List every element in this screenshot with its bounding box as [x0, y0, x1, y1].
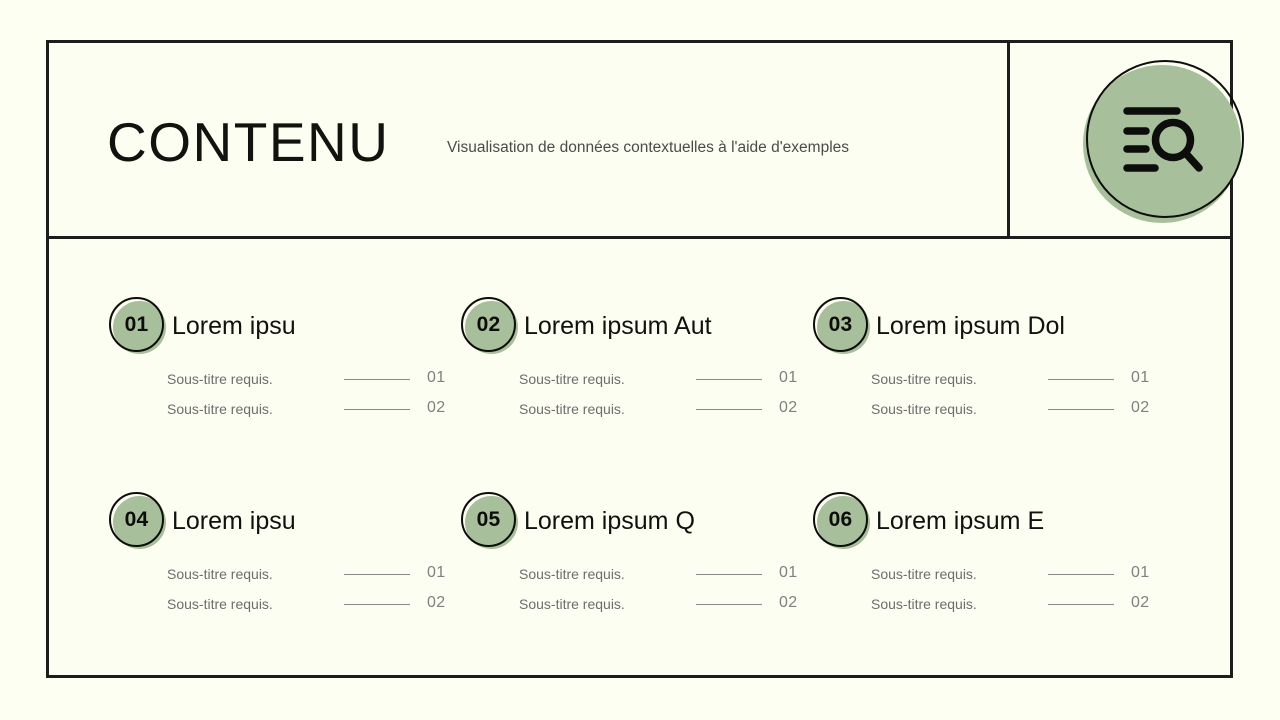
content-item[interactable]: 01 Lorem ipsu Sous-titre requis. 01 Sous… — [109, 297, 461, 457]
item-subrow-list: Sous-titre requis. 01 Sous-titre requis.… — [871, 564, 1165, 625]
header-icon-panel — [1010, 43, 1244, 239]
badge-circle-outline — [461, 297, 516, 352]
badge-circle-outline — [813, 492, 868, 547]
item-subrow: Sous-titre requis. 02 — [167, 594, 461, 625]
subrow-number: 02 — [427, 399, 446, 416]
subrow-dash — [1048, 574, 1114, 576]
badge-circle-outline — [109, 297, 164, 352]
badge-circle-outline — [461, 492, 516, 547]
subrow-dash — [696, 574, 762, 576]
item-title: Lorem ipsu — [172, 312, 296, 340]
subrow-label: Sous-titre requis. — [519, 596, 625, 612]
subrow-dash — [1048, 379, 1114, 381]
icon-circle-outline — [1086, 60, 1244, 218]
item-subrow: Sous-titre requis. 02 — [167, 399, 461, 430]
page-subtitle: Visualisation de données contextuelles à… — [447, 139, 850, 156]
content-item[interactable]: 05 Lorem ipsum Q Sous-titre requis. 01 S… — [461, 492, 813, 652]
item-number-badge: 05 — [461, 492, 523, 552]
subrow-dash — [344, 604, 410, 606]
item-title: Lorem ipsum Q — [524, 507, 695, 535]
subrow-label: Sous-titre requis. — [167, 401, 273, 417]
subrow-dash — [1048, 409, 1114, 411]
item-subrow-list: Sous-titre requis. 01 Sous-titre requis.… — [871, 369, 1165, 430]
item-title: Lorem ipsum E — [876, 507, 1045, 535]
header-vertical-divider — [1007, 43, 1010, 239]
badge-number: 04 — [124, 507, 149, 531]
item-number-badge: 02 — [461, 297, 523, 357]
badge-number: 02 — [476, 312, 501, 336]
item-number-badge: 01 — [109, 297, 171, 357]
icon-glyph-lines-magnifier — [1123, 107, 1203, 172]
item-subrow: Sous-titre requis. 01 — [167, 369, 461, 400]
subrow-label: Sous-titre requis. — [167, 371, 273, 387]
subrow-dash — [1048, 604, 1114, 606]
content-item[interactable]: 06 Lorem ipsum E Sous-titre requis. 01 S… — [813, 492, 1165, 652]
subrow-label: Sous-titre requis. — [519, 566, 625, 582]
subrow-label: Sous-titre requis. — [519, 371, 625, 387]
subrow-label: Sous-titre requis. — [871, 371, 977, 387]
subrow-number: 01 — [427, 564, 446, 581]
subrow-number: 01 — [779, 564, 798, 581]
subrow-number: 01 — [427, 369, 446, 386]
subrow-label: Sous-titre requis. — [871, 401, 977, 417]
item-subrow: Sous-titre requis. 02 — [519, 594, 813, 625]
badge-number: 03 — [828, 312, 853, 336]
item-subrow: Sous-titre requis. 01 — [167, 564, 461, 595]
subrow-number: 01 — [1131, 564, 1150, 581]
item-title: Lorem ipsum Dol — [876, 312, 1065, 340]
subrow-dash — [344, 379, 410, 381]
content-item[interactable]: 04 Lorem ipsu Sous-titre requis. 01 Sous… — [109, 492, 461, 652]
content-item[interactable]: 02 Lorem ipsum Aut Sous-titre requis. 01… — [461, 297, 813, 457]
contents-grid: 01 Lorem ipsu Sous-titre requis. 01 Sous… — [49, 239, 1230, 675]
item-subrow: Sous-titre requis. 01 — [519, 564, 813, 595]
header-text-block: CONTENU Visualisation de données context… — [49, 43, 1007, 236]
subrow-number: 02 — [427, 594, 446, 611]
page-title: CONTENU — [107, 111, 390, 173]
subrow-dash — [696, 379, 762, 381]
subrow-dash — [696, 604, 762, 606]
slide-header: CONTENU Visualisation de données context… — [49, 43, 1244, 239]
subrow-dash — [696, 409, 762, 411]
subrow-label: Sous-titre requis. — [167, 566, 273, 582]
subrow-number: 02 — [1131, 399, 1150, 416]
badge-circle-outline — [813, 297, 868, 352]
subrow-label: Sous-titre requis. — [871, 596, 977, 612]
badge-circle-outline — [109, 492, 164, 547]
item-number-badge: 04 — [109, 492, 171, 552]
item-subrow: Sous-titre requis. 02 — [871, 594, 1165, 625]
subrow-number: 01 — [779, 369, 798, 386]
item-title: Lorem ipsu — [172, 507, 296, 535]
item-subrow: Sous-titre requis. 01 — [519, 369, 813, 400]
item-subrow: Sous-titre requis. 02 — [519, 399, 813, 430]
subrow-label: Sous-titre requis. — [519, 401, 625, 417]
subrow-number: 02 — [779, 399, 798, 416]
item-subrow-list: Sous-titre requis. 01 Sous-titre requis.… — [519, 369, 813, 430]
item-subrow-list: Sous-titre requis. 01 Sous-titre requis.… — [519, 564, 813, 625]
item-title: Lorem ipsum Aut — [524, 312, 712, 340]
item-subrow: Sous-titre requis. 01 — [871, 564, 1165, 595]
subrow-dash — [344, 574, 410, 576]
subrow-number: 02 — [1131, 594, 1150, 611]
item-number-badge: 06 — [813, 492, 875, 552]
content-item[interactable]: 03 Lorem ipsum Dol Sous-titre requis. 01… — [813, 297, 1165, 457]
badge-number: 01 — [124, 312, 149, 336]
slide-frame: CONTENU Visualisation de données context… — [46, 40, 1244, 678]
item-number-badge: 03 — [813, 297, 875, 357]
subrow-label: Sous-titre requis. — [167, 596, 273, 612]
item-subrow-list: Sous-titre requis. 01 Sous-titre requis.… — [167, 564, 461, 625]
item-subrow-list: Sous-titre requis. 01 Sous-titre requis.… — [167, 369, 461, 430]
badge-number: 05 — [476, 507, 501, 531]
document-search-icon — [1082, 60, 1244, 223]
item-subrow: Sous-titre requis. 02 — [871, 399, 1165, 430]
subrow-label: Sous-titre requis. — [871, 566, 977, 582]
subrow-dash — [344, 409, 410, 411]
subrow-number: 01 — [1131, 369, 1150, 386]
item-subrow: Sous-titre requis. 01 — [871, 369, 1165, 400]
badge-number: 06 — [828, 507, 853, 531]
subrow-number: 02 — [779, 594, 798, 611]
